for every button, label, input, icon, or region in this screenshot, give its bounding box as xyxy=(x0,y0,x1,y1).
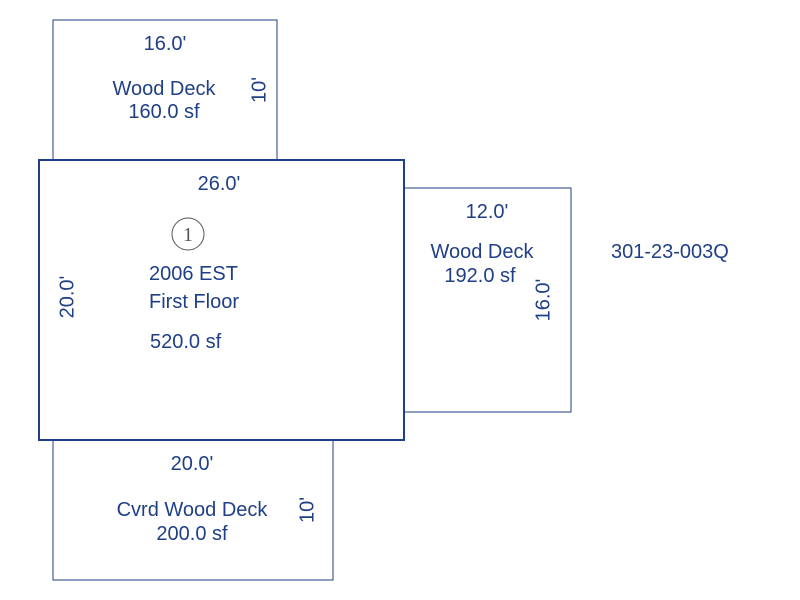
top-deck-width-dim: 16.0' xyxy=(144,33,187,55)
right-deck-name: Wood Deck xyxy=(430,241,534,263)
top-deck-depth-dim: 10' xyxy=(248,77,270,103)
bottom-deck-width-dim: 20.0' xyxy=(171,453,214,475)
main-floor-width-dim: 26.0' xyxy=(198,173,241,195)
bottom-deck-name: Cvrd Wood Deck xyxy=(117,499,269,521)
bottom-deck-depth-dim: 10' xyxy=(296,497,318,523)
area-number-label: 1 xyxy=(183,224,193,246)
main-floor-year: 2006 EST xyxy=(149,263,238,285)
area-bottom-deck: 20.0' 10' Cvrd Wood Deck 200.0 sf xyxy=(52,439,334,581)
top-deck-name: Wood Deck xyxy=(112,78,216,100)
right-deck-depth-dim: 16.0' xyxy=(532,279,554,322)
main-floor-outline xyxy=(38,159,405,441)
area-number-circle-icon xyxy=(171,217,205,251)
top-deck-area: 160.0 sf xyxy=(128,101,200,123)
right-deck-area: 192.0 sf xyxy=(444,265,516,287)
main-floor-name: First Floor xyxy=(149,291,239,313)
main-floor-depth-dim: 20.0' xyxy=(56,276,78,319)
right-deck-width-dim: 12.0' xyxy=(466,201,509,223)
area-right-deck: 12.0' 16.0' Wood Deck 192.0 sf xyxy=(403,187,572,413)
bottom-deck-area: 200.0 sf xyxy=(156,523,228,545)
parcel-id: 301-23-003Q xyxy=(611,241,729,263)
area-main-floor: 26.0' 20.0' 1 2006 EST First Floor 520.0… xyxy=(38,159,405,441)
main-floor-area: 520.0 sf xyxy=(150,331,222,353)
area-top-deck: 16.0' 10' Wood Deck 160.0 sf xyxy=(52,19,278,161)
area-number-marker: 1 xyxy=(171,217,205,251)
